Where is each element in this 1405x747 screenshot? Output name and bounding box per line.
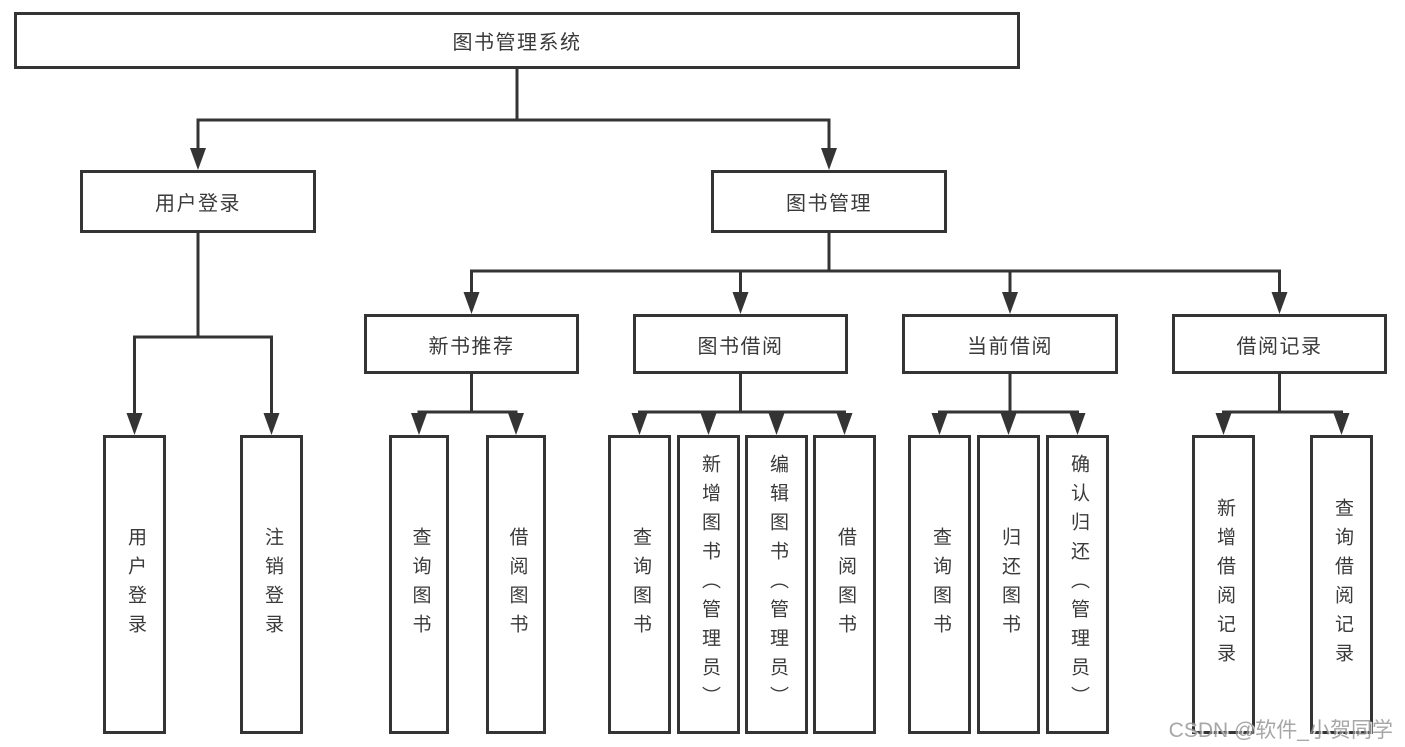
node-label: 注销登录	[261, 526, 283, 643]
csdn-watermark: CSDN @软件_小贺同学	[1168, 719, 1393, 742]
leaf-borrow-add-books-admin: 新增图书（管理员）	[677, 435, 740, 734]
node-label: 当前借阅	[967, 335, 1053, 358]
leaf-current-confirm-return-admin: 确认归还（管理员）	[1046, 435, 1109, 734]
node-label: 查询图书	[629, 526, 651, 643]
leaf-current-search-books: 查询图书	[908, 435, 971, 734]
leaf-records-add-borrow-record: 新增借阅记录	[1192, 435, 1255, 734]
leaf-records-search-borrow-record: 查询借阅记录	[1310, 435, 1373, 734]
leaf-newrec-borrow-books: 借阅图书	[486, 435, 546, 734]
node-current-borrowing: 当前借阅	[902, 314, 1118, 374]
node-label: 新增借阅记录	[1213, 497, 1235, 672]
node-label: 图书管理系统	[452, 32, 582, 54]
leaf-newrec-search-books: 查询图书	[389, 435, 449, 734]
leaf-borrow-borrow-books: 借阅图书	[813, 435, 876, 734]
node-book-borrowing: 图书借阅	[633, 314, 848, 374]
leaf-borrow-edit-books-admin: 编辑图书（管理员）	[745, 435, 808, 734]
node-label: 图书借阅	[697, 335, 784, 358]
leaf-current-return-books: 归还图书	[977, 435, 1040, 734]
node-borrowing-records: 借阅记录	[1172, 314, 1387, 374]
node-label: 归还图书	[998, 526, 1020, 643]
node-label: 确认归还（管理员）	[1067, 454, 1089, 715]
node-label: 借阅图书	[506, 526, 528, 643]
leaf-user-login: 用户登录	[103, 435, 166, 734]
node-label: 新书推荐	[428, 335, 515, 358]
node-label: 查询图书	[409, 526, 431, 643]
node-label: 查询图书	[929, 526, 951, 643]
node-new-book-recommendation: 新书推荐	[364, 314, 579, 374]
node-label: 查询借阅记录	[1331, 497, 1353, 672]
leaf-logout: 注销登录	[240, 435, 303, 734]
node-user-login: 用户登录	[80, 170, 316, 233]
node-label: 用户登录	[124, 526, 146, 643]
node-library-management-system: 图书管理系统	[14, 12, 1020, 69]
node-label: 用户登录	[155, 193, 241, 215]
leaf-borrow-search-books: 查询图书	[608, 435, 671, 734]
node-label: 编辑图书（管理员）	[766, 454, 788, 715]
node-label: 新增图书（管理员）	[698, 454, 720, 715]
node-book-management: 图书管理	[711, 170, 947, 233]
node-label: 借阅记录	[1236, 335, 1323, 358]
node-label: 图书管理	[786, 193, 872, 215]
node-label: 借阅图书	[834, 526, 856, 643]
